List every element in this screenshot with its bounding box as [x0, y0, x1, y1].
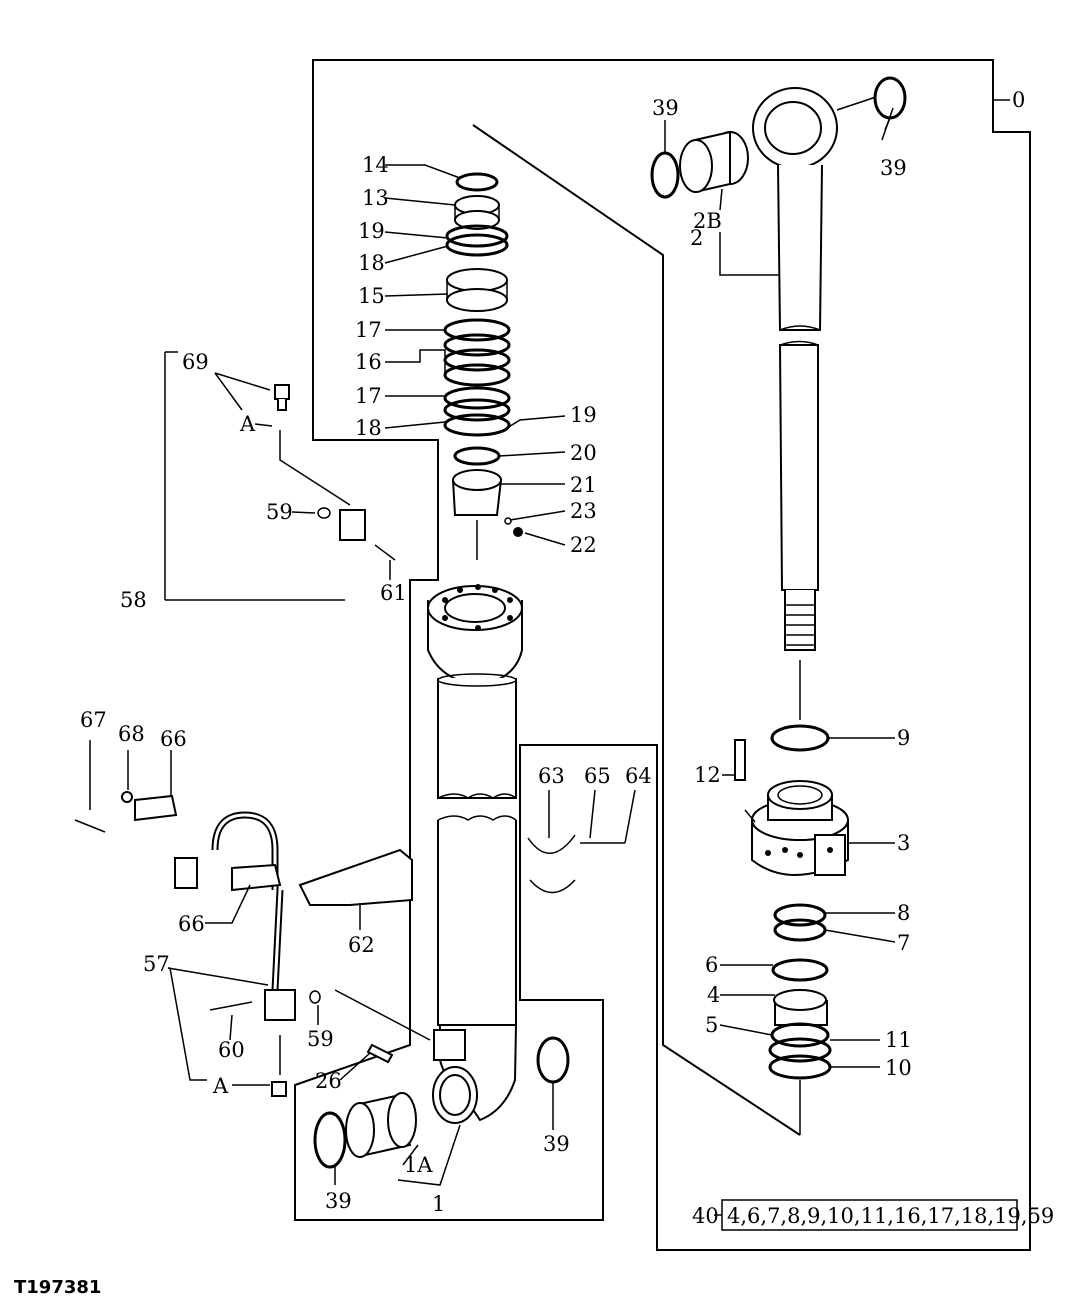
callout-7: 7 — [897, 931, 910, 955]
callout-39: 39 — [652, 96, 679, 120]
callout-18: 18 — [358, 251, 385, 275]
rod-section-outline — [472, 124, 801, 1136]
piston-rod — [752, 87, 838, 651]
callout-3: 3 — [897, 831, 910, 855]
cylinder-barrel — [427, 584, 523, 1124]
callout-A: A — [239, 412, 256, 436]
callout-15: 15 — [358, 284, 385, 308]
callout-39: 39 — [325, 1189, 352, 1213]
callout-63: 63 — [538, 764, 565, 788]
rod-seal-right — [873, 76, 907, 120]
barrel-seal-left — [313, 1111, 347, 1169]
callout-66: 66 — [178, 912, 205, 936]
callout-26: 26 — [315, 1069, 342, 1093]
callout-19: 19 — [358, 219, 385, 243]
assembly-boundary-outline — [294, 59, 1031, 1251]
grease-pipe-assembly — [74, 384, 625, 1097]
callout-23: 23 — [570, 499, 597, 523]
callout-A: A — [212, 1074, 229, 1098]
callout-0: 0 — [1012, 88, 1025, 112]
set-screw-12 — [734, 739, 746, 781]
callout-17: 17 — [355, 384, 382, 408]
callout-59: 59 — [266, 500, 293, 524]
kit-contents: 4,6,7,8,9,10,11,16,17,18,19,59 — [727, 1204, 1054, 1228]
callout-58: 58 — [120, 588, 147, 612]
callout-labels: 0 39 39 2B 2 14 13 19 18 15 17 16 17 18 … — [80, 88, 1025, 1216]
barrel-bushing — [345, 1092, 417, 1158]
callout-8: 8 — [897, 901, 910, 925]
callout-1A: 1A — [404, 1153, 433, 1177]
callout-62: 62 — [348, 933, 375, 957]
callout-20: 20 — [570, 441, 597, 465]
callout-6: 6 — [705, 953, 718, 977]
figure-id: T197381 — [14, 1277, 101, 1298]
callout-69: 69 — [182, 350, 209, 374]
callout-39: 39 — [543, 1132, 570, 1156]
callout-16: 16 — [355, 350, 382, 374]
callout-12: 12 — [694, 763, 721, 787]
callout-1: 1 — [432, 1192, 445, 1216]
barrel-seal-right — [536, 1036, 570, 1084]
leader-lines — [89, 96, 1010, 1186]
callout-19: 19 — [570, 403, 597, 427]
callout-2: 2 — [690, 226, 703, 250]
grease-fitting — [366, 1043, 394, 1064]
rod-bushing — [679, 130, 749, 194]
callout-22: 22 — [570, 533, 597, 557]
callout-65: 65 — [584, 764, 611, 788]
callout-18: 18 — [355, 416, 382, 440]
callout-66: 66 — [160, 727, 187, 751]
callout-2B: 2B — [693, 209, 722, 233]
rod-seal-left — [650, 151, 680, 199]
callout-39: 39 — [880, 156, 907, 180]
wear-ring-9 — [770, 724, 830, 752]
callout-61: 61 — [380, 581, 407, 605]
callout-21: 21 — [570, 473, 597, 497]
callout-57: 57 — [143, 952, 170, 976]
callout-60: 60 — [218, 1038, 245, 1062]
callout-14: 14 — [362, 153, 389, 177]
callout-11: 11 — [885, 1028, 912, 1052]
callout-64: 64 — [625, 764, 652, 788]
callout-4: 4 — [707, 983, 720, 1007]
kit-number: 40 — [692, 1204, 719, 1228]
callout-10: 10 — [885, 1056, 912, 1080]
callout-59: 59 — [307, 1027, 334, 1051]
callout-68: 68 — [118, 722, 145, 746]
callout-67: 67 — [80, 708, 107, 732]
callout-17: 17 — [355, 318, 382, 342]
callout-9: 9 — [897, 726, 910, 750]
callout-13: 13 — [362, 186, 389, 210]
piston-head — [751, 780, 849, 876]
gland-stack — [443, 172, 523, 560]
callout-5: 5 — [705, 1013, 718, 1037]
